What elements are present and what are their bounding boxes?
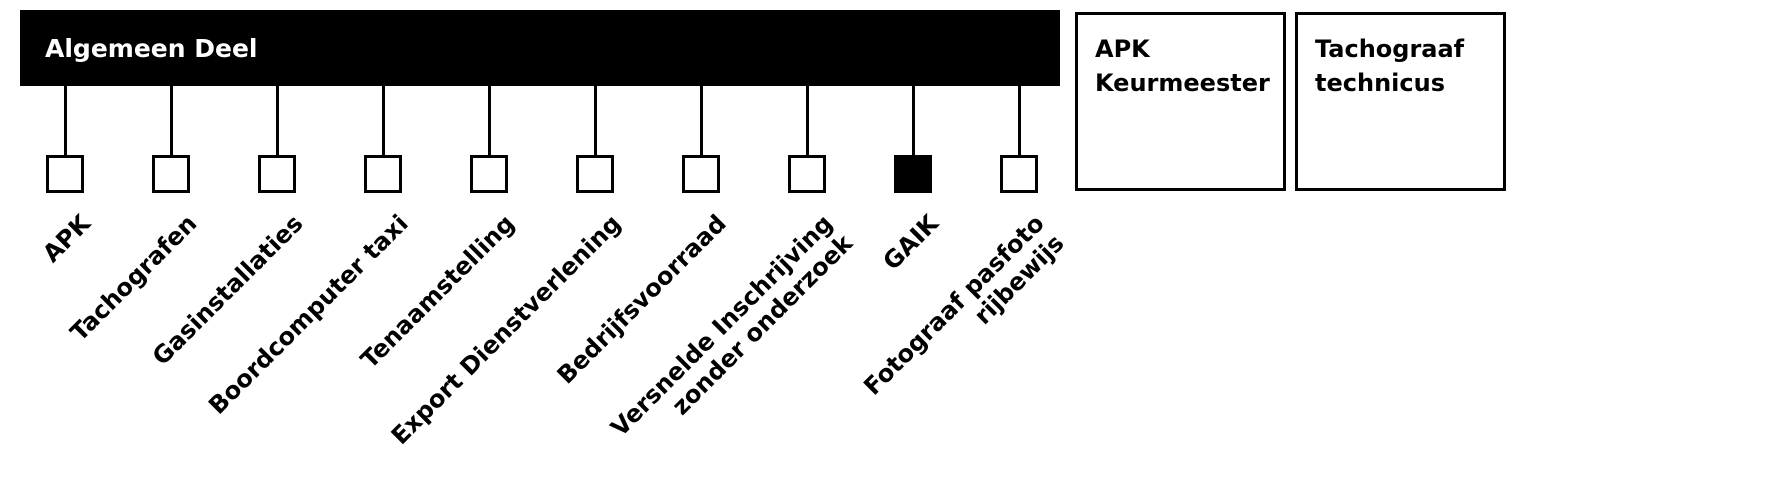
connector-line (64, 86, 67, 156)
module-checkbox[interactable] (1000, 155, 1038, 193)
connector-line (276, 86, 279, 156)
module-checkbox[interactable] (682, 155, 720, 193)
connector-line (912, 86, 915, 156)
connector-line (382, 86, 385, 156)
module-label: Versnelde Inschrijving zonder onderzoek (605, 209, 858, 443)
connector-line (488, 86, 491, 156)
module-checkbox[interactable] (152, 155, 190, 193)
module-checkbox-checked[interactable] (894, 155, 932, 193)
connector-line (170, 86, 173, 156)
connector-line (700, 86, 703, 156)
apk-keurmeester-title: APK Keurmeester (1095, 35, 1270, 97)
module-label: GAIK (877, 209, 944, 276)
algemeen-deel-title: Algemeen Deel (45, 34, 258, 63)
algemeen-deel-bar: Algemeen Deel (20, 10, 1060, 86)
module-checkbox[interactable] (46, 155, 84, 193)
tachograaf-technicus-title: Tachograaf technicus (1315, 35, 1465, 97)
tachograaf-technicus-box: Tachograaf technicus (1295, 12, 1506, 191)
module-checkbox[interactable] (788, 155, 826, 193)
module-checkbox[interactable] (258, 155, 296, 193)
module-label: APK (37, 209, 96, 268)
connector-line (594, 86, 597, 156)
connector-line (1018, 86, 1021, 156)
connector-line (806, 86, 809, 156)
module-checkbox[interactable] (576, 155, 614, 193)
module-checkbox[interactable] (470, 155, 508, 193)
module-checkbox[interactable] (364, 155, 402, 193)
module-label: Boordcomputer taxi (203, 209, 414, 420)
apk-keurmeester-box: APK Keurmeester (1075, 12, 1286, 191)
